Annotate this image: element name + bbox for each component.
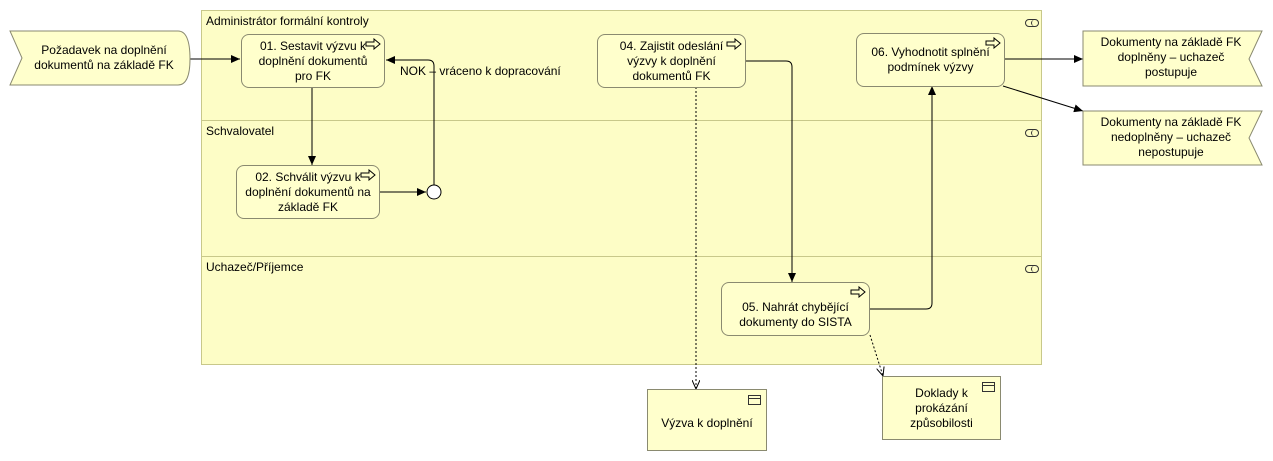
task-04-label: 04. Zajistit odeslání výzvy k doplnění d… (619, 38, 724, 83)
lane-approver: Schvalovatel (201, 120, 1042, 257)
task-06[interactable]: 06. Vyhodnotit splnění podmínek výzvy (856, 33, 1005, 87)
task-arrow-icon (360, 169, 376, 181)
document-doklady-label: Doklady k prokázání způsobilosti (910, 385, 973, 430)
task-04[interactable]: 04. Zajistit odeslání výzvy k doplnění d… (597, 34, 746, 88)
task-arrow-icon (985, 37, 1001, 49)
lane-collapse-toggle-icon[interactable] (1025, 265, 1039, 273)
lane-applicant-title: Uchazeč/Příjemce (206, 260, 304, 274)
document-icon (982, 382, 995, 392)
task-06-label: 06. Vyhodnotit splnění podmínek výzvy (871, 45, 990, 74)
task-02-label: 02. Schválit výzvu k doplnění dokumentů … (245, 169, 371, 214)
end-event-ok-label: Dokumenty na základě FK doplněny – uchaz… (1100, 35, 1242, 79)
task-05[interactable]: 05. Nahrát chybějící dokumenty do SISTA (721, 282, 870, 336)
task-01-label: 01. Sestavit výzvu k doplnění dokumentů … (258, 38, 368, 83)
end-event-nok-shape[interactable] (1082, 110, 1263, 166)
lane-approver-title: Schvalovatel (206, 124, 275, 138)
document-vyzva[interactable]: Výzva k doplnění (647, 389, 767, 451)
task-arrow-icon (365, 38, 381, 50)
lane-admin-title: Administrátor formální kontroly (206, 14, 369, 28)
task-arrow-icon (850, 286, 866, 298)
flow-label-nok: NOK – vráceno k dopracování (400, 64, 561, 78)
document-doklady[interactable]: Doklady k prokázání způsobilosti (882, 376, 1001, 440)
flow-06-to-end-nok (1002, 85, 1084, 113)
association-05-to-doklady (869, 334, 883, 376)
lane-collapse-toggle-icon[interactable] (1025, 129, 1039, 137)
end-event-ok-shape[interactable] (1082, 30, 1263, 87)
task-02[interactable]: 02. Schválit výzvu k doplnění dokumentů … (236, 165, 380, 219)
flow-04-to-05 (746, 60, 796, 282)
end-event-nok-label: Dokumenty na základě FK nedoplněny – uch… (1100, 115, 1242, 159)
flow-05-to-06 (870, 86, 936, 310)
task-01[interactable]: 01. Sestavit výzvu k doplnění dokumentů … (241, 34, 385, 88)
gateway-circle[interactable] (426, 184, 442, 200)
lane-collapse-toggle-icon[interactable] (1025, 19, 1039, 27)
flow-nok-to-01 (386, 56, 435, 185)
start-event-shape[interactable] (9, 30, 191, 86)
task-arrow-icon (726, 38, 742, 50)
task-05-label: 05. Nahrát chybějící dokumenty do SISTA (739, 300, 852, 329)
start-event-label: Požadavek na doplnění dokumentů na zákla… (34, 43, 174, 72)
document-icon (748, 395, 761, 405)
lane-applicant: Uchazeč/Příjemce (201, 256, 1042, 365)
document-vyzva-label: Výzva k doplnění (661, 415, 753, 430)
